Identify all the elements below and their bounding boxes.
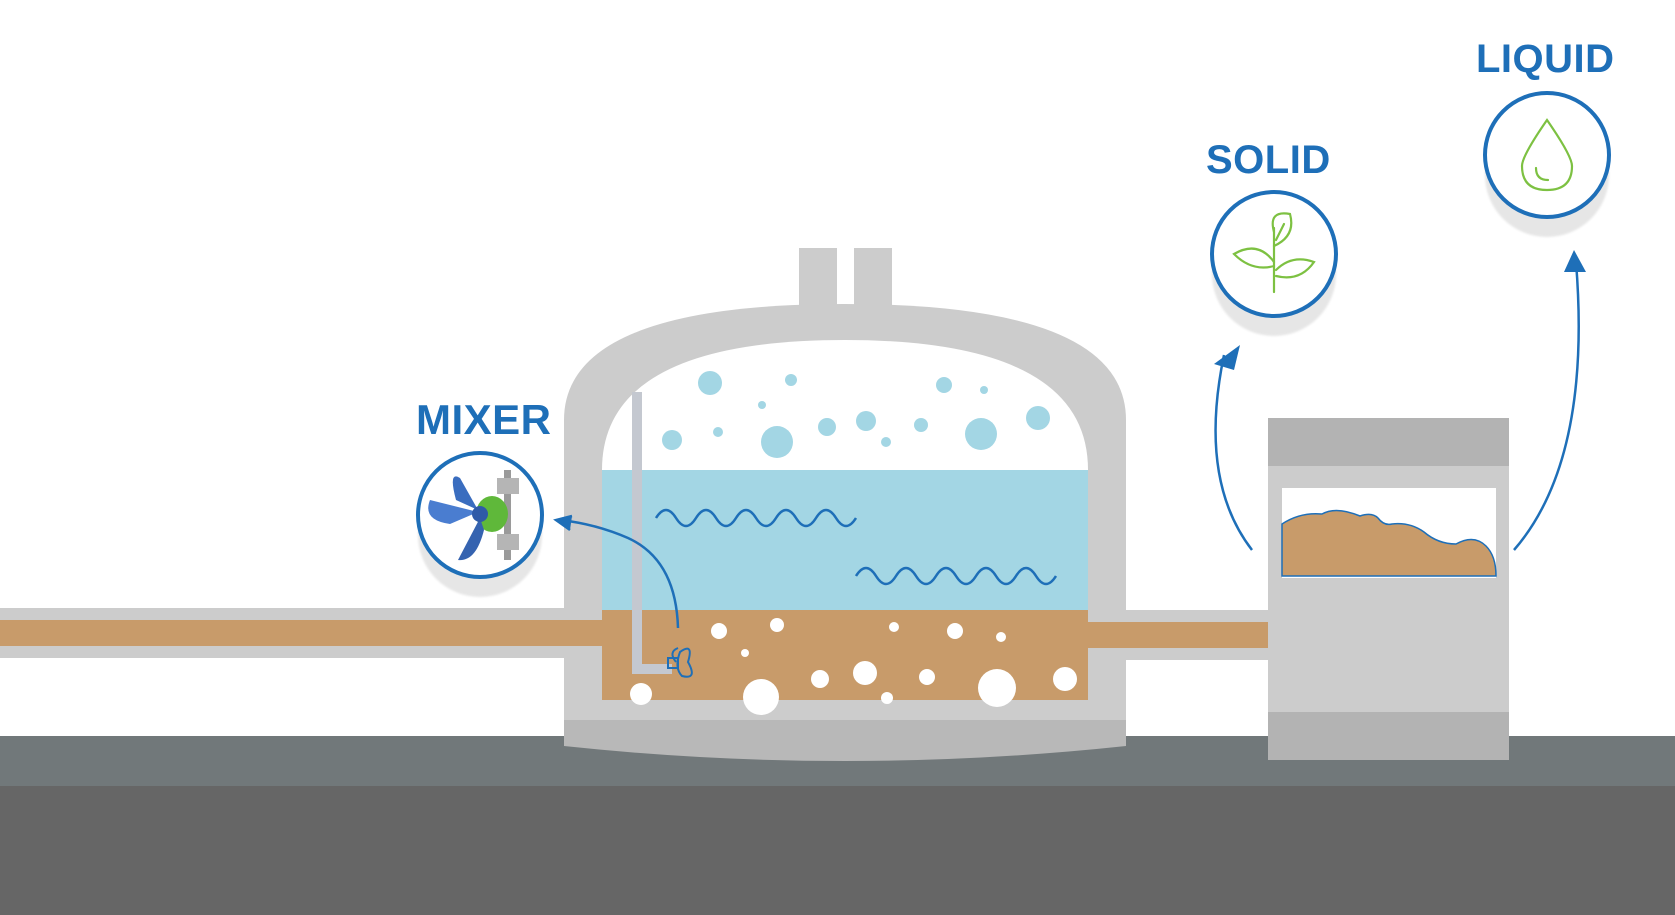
liquid-label: LIQUID: [1476, 37, 1615, 81]
mixer-label: MIXER: [416, 396, 552, 443]
tank-base: [564, 712, 1126, 761]
gas-outlet-left: [799, 248, 837, 310]
liquid-layer: [602, 470, 1088, 610]
gas-outlet-right: [854, 248, 892, 310]
ground: [0, 736, 1675, 915]
liquid-waves: [654, 508, 1058, 586]
digester-tank: [564, 248, 1126, 761]
sludge-bubbles: [630, 618, 1077, 715]
mixer-propeller-icon: [428, 470, 519, 561]
mixer-shaft-foot: [632, 664, 672, 674]
separator-unit: [1268, 418, 1509, 760]
arrow-to-mixer: [559, 518, 680, 629]
arrow-to-solid: [1214, 354, 1253, 551]
gas-bubbles: [662, 371, 1050, 458]
inlet-pipe: [0, 608, 602, 658]
mixer-shaft: [632, 392, 642, 672]
mixer-propeller-small-icon: [667, 647, 693, 678]
solid-label: SOLID: [1206, 138, 1331, 182]
mixer-callout: [416, 451, 544, 587]
liquid-callout: [1483, 91, 1611, 227]
arrow-to-liquid: [1513, 261, 1580, 551]
solid-pile: [1281, 509, 1497, 577]
solid-callout: [1210, 190, 1338, 326]
plant-sprout-icon: [1232, 212, 1316, 294]
ground-base: [0, 786, 1675, 915]
water-drop-icon: [1520, 118, 1574, 192]
flow-arrows: [553, 250, 1586, 629]
